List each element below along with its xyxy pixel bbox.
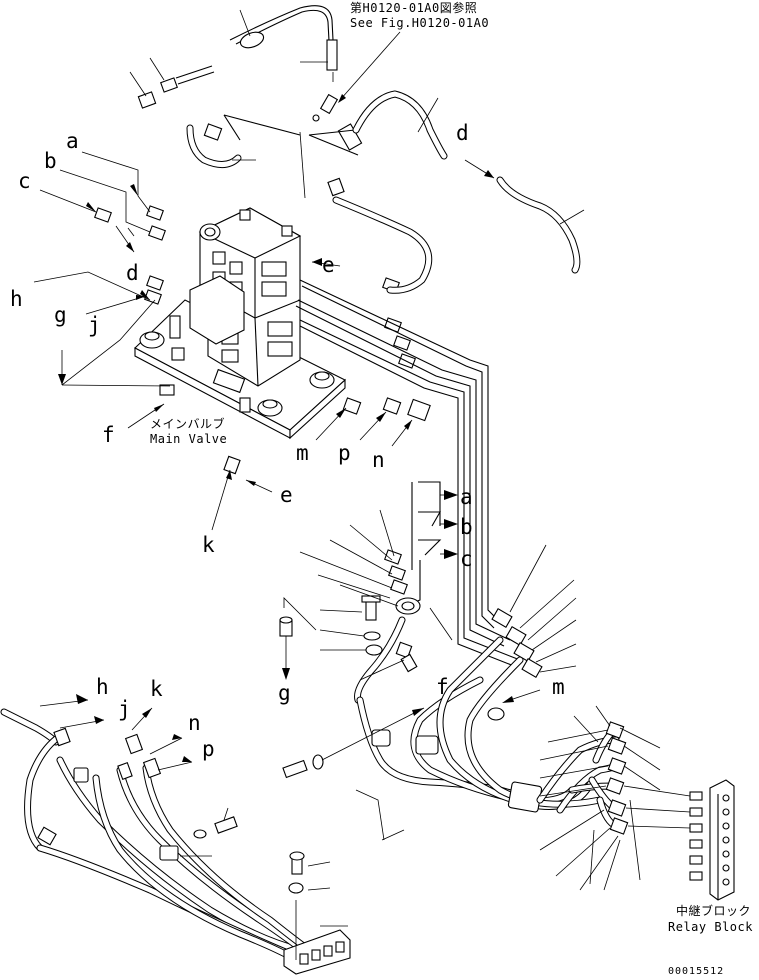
callout-a-top: a: [66, 129, 79, 153]
top-pilot-pipe: [229, 5, 338, 82]
middle-clamp-area: [279, 481, 458, 704]
callout-j-top: j: [88, 313, 101, 337]
callout-h-top: h: [10, 287, 23, 311]
callout-d-left: d: [126, 261, 139, 285]
relay-block-en: Relay Block: [668, 920, 753, 934]
relay-block-hoses: [536, 705, 703, 891]
reference-note-jp: 第H0120-01A0図参照: [350, 0, 477, 15]
callout-e-bottom: e: [280, 483, 293, 507]
callout-c-top: c: [18, 169, 31, 193]
callout-c-mid: c: [460, 547, 473, 571]
callout-k-bottom: k: [150, 677, 163, 701]
main-valve-assembly: [94, 177, 431, 475]
reference-note-en: See Fig.H0120-01A0: [350, 16, 489, 30]
top-center-fittings: [299, 93, 363, 199]
callout-p-top: p: [338, 441, 351, 465]
top-right-hose: [352, 90, 448, 160]
callout-b-mid: b: [460, 515, 473, 539]
right-hose-d: [496, 176, 585, 274]
callout-d-right: d: [456, 121, 469, 145]
callout-n-bottom: n: [188, 711, 201, 735]
upper-left-hose: [186, 114, 301, 168]
arrowheads-top: [58, 170, 494, 486]
callout-a-mid: a: [460, 485, 473, 509]
callout-k-top: k: [202, 533, 215, 557]
callout-j-bottom: j: [118, 697, 131, 721]
lower-left-hoses: [0, 694, 351, 975]
callout-g-top: g: [54, 303, 67, 327]
main-valve-jp: メインバルブ: [150, 416, 225, 431]
main-valve-en: Main Valve: [150, 432, 227, 446]
pilot-pipe-bundle: [295, 279, 521, 667]
callout-b-top: b: [44, 149, 57, 173]
lower-hose-bundle: [282, 636, 604, 841]
relay-block-jp: 中継ブロック: [676, 903, 751, 918]
drawing-number: 00015512: [668, 966, 724, 977]
callout-e-top: e: [322, 253, 335, 277]
upper-callouts: a b c d d e h g j f m p n e k メインバルブ Mai…: [10, 121, 469, 557]
callout-p-bottom: p: [202, 737, 215, 761]
reference-arrowhead: [338, 94, 346, 103]
callout-m-top: m: [296, 441, 309, 465]
callout-m-right: m: [552, 675, 565, 699]
lower-left-callouts: h j k n p: [96, 675, 215, 761]
callout-h-bottom: h: [96, 675, 109, 699]
right-mid-fittings: [491, 544, 577, 678]
callout-g-mid: g: [278, 681, 291, 705]
relay-block: 中継ブロック Relay Block: [668, 779, 753, 934]
top-left-fitting: [129, 57, 215, 109]
reference-leader: [339, 31, 401, 101]
callout-n-top: n: [372, 448, 385, 472]
callout-f-top: f: [102, 423, 115, 447]
right-hose-e: [332, 196, 433, 294]
